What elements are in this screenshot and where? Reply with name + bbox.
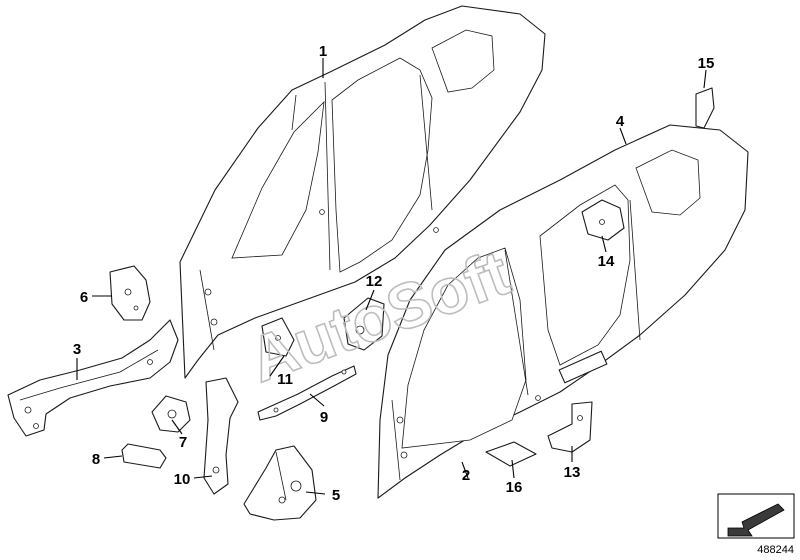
part-3-front-rail bbox=[7, 319, 179, 437]
part-10-pillar-reinforcement bbox=[203, 377, 239, 495]
callout-2: 2 bbox=[462, 467, 470, 484]
callout-5: 5 bbox=[332, 487, 340, 504]
callout-13: 13 bbox=[564, 464, 581, 481]
part-7-cap bbox=[151, 395, 191, 433]
part-12-block-reinforcement bbox=[343, 297, 385, 351]
callout-4: 4 bbox=[616, 113, 625, 130]
callout-1: 1 bbox=[319, 43, 327, 60]
part-1-left-side-frame bbox=[179, 5, 546, 379]
callout-12: 12 bbox=[366, 273, 383, 290]
callout-16: 16 bbox=[506, 479, 523, 496]
callout-15: 15 bbox=[698, 55, 715, 72]
part-8-pad bbox=[121, 443, 167, 469]
callout-6: 6 bbox=[80, 289, 88, 306]
leader-lines bbox=[76, 58, 707, 495]
part-13-angle-bracket bbox=[547, 401, 593, 453]
part-16-plate bbox=[485, 441, 537, 467]
part-14-bracket bbox=[581, 199, 625, 241]
part-5-bracket bbox=[243, 445, 317, 521]
callout-11: 11 bbox=[277, 371, 293, 388]
part-4-right-side-frame bbox=[377, 124, 749, 499]
callout-3: 3 bbox=[73, 341, 81, 358]
navigation-arrow-box[interactable] bbox=[717, 493, 795, 539]
part-6-bracket bbox=[109, 265, 151, 321]
catalog-number: 488244 bbox=[757, 544, 794, 556]
part-11-inner-reinforcement bbox=[261, 317, 295, 357]
part-15-trim-strip bbox=[695, 87, 715, 129]
callout-8: 8 bbox=[92, 451, 100, 468]
callout-9: 9 bbox=[320, 409, 328, 426]
callout-10: 10 bbox=[174, 471, 191, 488]
arrow-icon bbox=[727, 503, 785, 537]
callout-14: 14 bbox=[598, 253, 615, 270]
callout-7: 7 bbox=[179, 434, 187, 451]
part-9-strip bbox=[257, 365, 357, 421]
